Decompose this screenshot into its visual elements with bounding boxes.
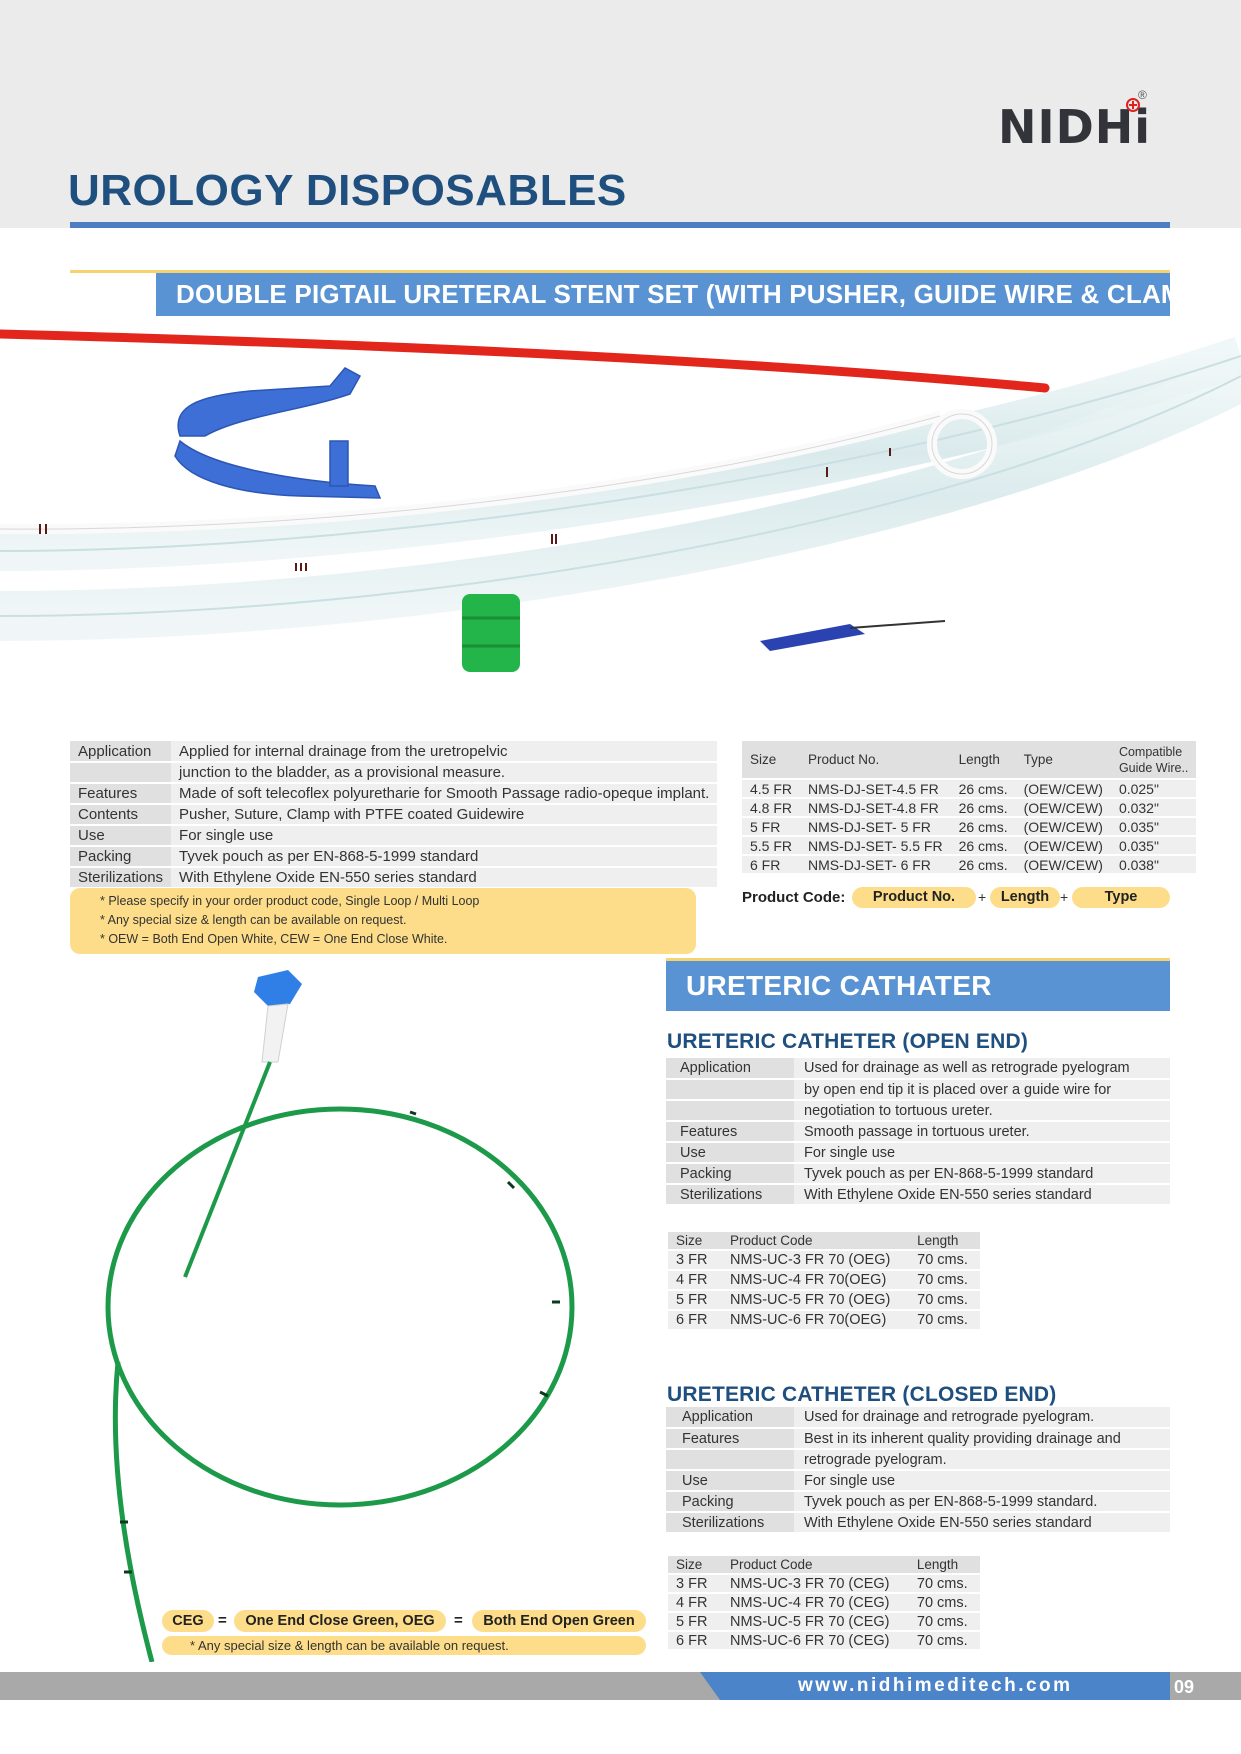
plus-sign: +	[978, 889, 987, 905]
product-code-part-type: Type	[1072, 887, 1170, 908]
title-rule	[70, 222, 1170, 228]
stent-set-photo	[0, 329, 1241, 672]
table-row: by open end tip it is placed over a guid…	[666, 1079, 1170, 1101]
stent-set-banner: DOUBLE PIGTAIL URETERAL STENT SET (WITH …	[156, 273, 1209, 316]
registered-mark: ®	[1138, 88, 1147, 102]
note-line: * Any special size & length can be avail…	[100, 913, 407, 927]
ceg-definition: One End Close Green, OEG	[234, 1610, 446, 1632]
open-end-title: URETERIC CATHETER (OPEN END)	[667, 1030, 1029, 1053]
section-rule	[70, 270, 1170, 273]
table-row: junction to the bladder, as a provisiona…	[70, 762, 718, 784]
ceg-abbrev: CEG	[162, 1610, 214, 1632]
product-code-label: Product Code:	[742, 889, 846, 906]
ureteric-banner: URETERIC CATHATER	[666, 961, 1170, 1011]
header-band	[0, 0, 1241, 228]
oeg-definition: Both End Open Green	[472, 1610, 646, 1632]
note-line: * Please specify in your order product c…	[100, 894, 480, 908]
product-code-part-product-no: Product No.	[852, 887, 976, 908]
ureteric-catheter-photo	[105, 970, 575, 1662]
brand-logo: NIDHi	[998, 100, 1152, 154]
section-rule	[666, 958, 1170, 961]
product-code-part-length: Length	[990, 887, 1060, 908]
ureteric-note: * Any special size & length can be avail…	[162, 1636, 646, 1655]
stent-notes: * Please specify in your order product c…	[70, 888, 696, 954]
equals-sign: =	[454, 1612, 463, 1629]
closed-end-title: URETERIC CATHETER (CLOSED END)	[667, 1383, 1057, 1406]
equals-sign: =	[218, 1612, 227, 1629]
footer-accent	[700, 1672, 1170, 1700]
plus-sign: +	[1060, 889, 1069, 905]
table-row: retrograde pyelogram.	[666, 1449, 1170, 1471]
table-row: negotiation to tortuous ureter.	[666, 1100, 1170, 1122]
medical-cross-icon	[1126, 98, 1140, 112]
page-number: 09	[1174, 1677, 1195, 1697]
note-line: * OEW = Both End Open White, CEW = One E…	[100, 932, 448, 946]
page-title: UROLOGY DISPOSABLES	[68, 166, 627, 215]
footer-url[interactable]: www.nidhimeditech.com	[798, 1675, 1073, 1696]
